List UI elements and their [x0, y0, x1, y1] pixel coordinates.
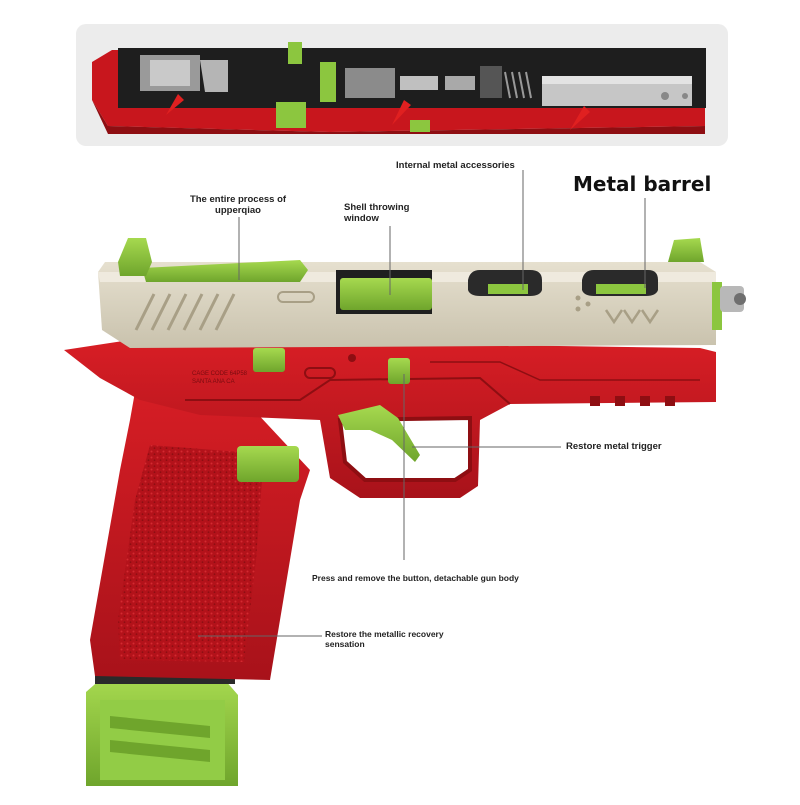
barrel-muzzle — [712, 282, 746, 330]
slide — [98, 260, 716, 348]
ejection-port-cover — [340, 278, 432, 310]
label-detachable-body: Press and remove the button, detachable … — [312, 573, 519, 583]
trigger — [338, 405, 420, 462]
internals-inset — [76, 24, 728, 146]
label-metallic-recovery: Restore the metallic recovery sensation — [325, 629, 444, 649]
label-upper-process-line2: upperqiao — [215, 205, 261, 216]
inset-arrows — [166, 94, 590, 130]
frame-engraving-line1: CAGE CODE 64P58 — [192, 371, 248, 377]
label-metallic-recovery-line2: sensation — [325, 639, 365, 649]
label-shell-window-line2: window — [344, 213, 379, 224]
takedown-lever — [253, 348, 285, 372]
callout-lines — [198, 170, 646, 637]
grip — [90, 375, 310, 680]
rear-sight — [118, 238, 152, 276]
label-shell-window: Shell throwing window — [344, 202, 409, 224]
label-internal-accessories: Internal metal accessories — [396, 160, 515, 171]
label-metal-trigger: Restore metal trigger — [566, 441, 662, 452]
label-metal-barrel: Metal barrel — [573, 172, 712, 196]
label-upper-process: The entire process of upperqiao — [180, 194, 296, 216]
mag-release-button — [237, 446, 299, 482]
front-sight — [668, 238, 704, 262]
magazine-baseplate — [86, 678, 238, 786]
optic-plate — [142, 260, 308, 282]
slide-stop — [388, 358, 410, 384]
label-metallic-recovery-line1: Restore the metallic recovery — [325, 629, 444, 639]
label-shell-window-line1: Shell throwing — [344, 202, 410, 213]
frame-engraving-line2: SANTA ANA CA — [192, 379, 235, 385]
label-upper-process-line1: The entire process of — [189, 194, 287, 205]
